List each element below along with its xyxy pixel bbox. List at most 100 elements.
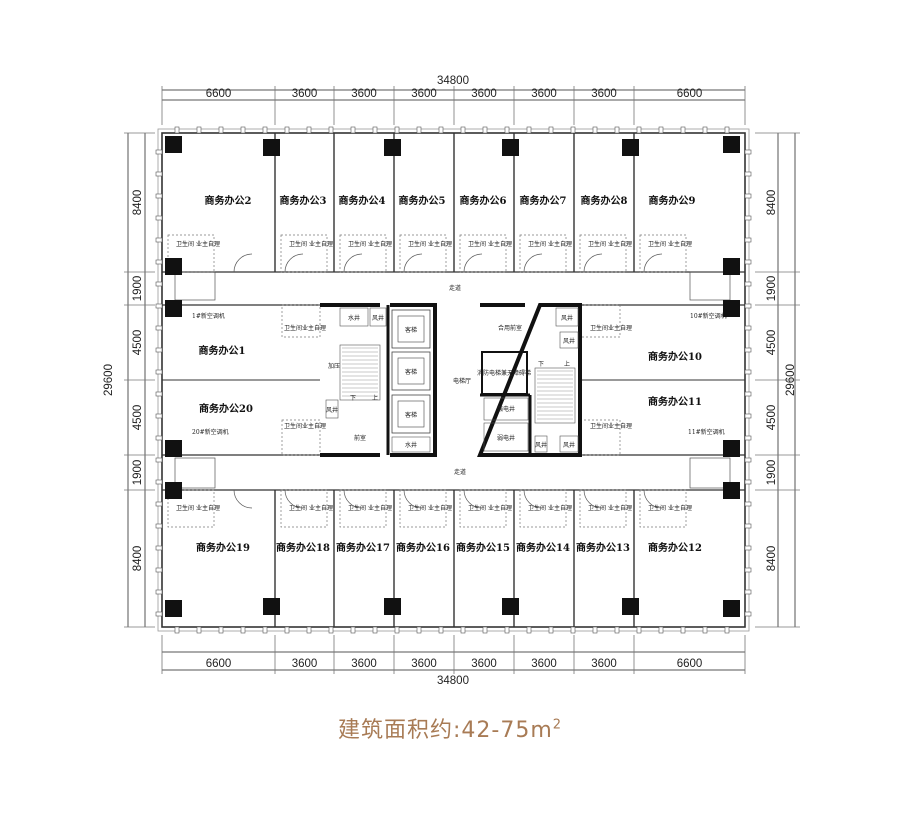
air-shaft [559,331,579,349]
structural-column [723,300,740,317]
owner-diy-label: 业主自理 [668,240,692,248]
door-swing [284,489,304,509]
dim-top-total: 34800 [437,75,469,87]
mullion [658,626,664,634]
door-swing [343,253,363,273]
dim-right-segment: 1900 [766,460,778,486]
air-shaft [369,307,387,327]
restroom-label: 卫生间 [528,240,546,248]
weak-elec-shaft [483,422,529,452]
dim-right-segment: 1900 [766,276,778,302]
dim-bottom-segment: 6600 [206,658,232,670]
owner-diy-label: 业主自理 [302,422,326,430]
dim-top-segment: 6600 [677,88,703,100]
anteroom-label: 前室 [354,434,366,442]
dim-top-segment: 3600 [471,88,497,100]
dim-top-segment: 3600 [351,88,377,100]
ac-room [174,457,216,489]
mullion [744,149,752,155]
door-swing [403,253,423,273]
dim-bottom-total: 34800 [437,675,469,687]
passenger-lift [391,351,431,391]
mullion [744,369,752,375]
restroom-zone [339,234,387,273]
elevator-hall-label: 电梯厅 [453,377,471,385]
restroom-label: 卫生间 [590,422,608,430]
mullion [744,303,752,309]
mullion [155,193,163,199]
structural-column [502,598,519,615]
mullion [155,567,163,573]
restroom-zone [639,489,687,528]
structural-column [502,139,519,156]
lift-car [397,400,425,428]
mullion [636,626,642,634]
air-shaft [559,435,579,453]
curtain-wall [157,128,750,632]
office-label-14: 商务办公14 [516,541,570,554]
office-label-1: 商务办公1 [199,344,246,357]
mullion [744,523,752,529]
restroom-zone [579,234,627,273]
door-swing [343,489,363,509]
mullion [744,567,752,573]
mullion [744,347,752,353]
structural-column [165,300,182,317]
mullion [155,215,163,221]
fire-lift-label: 消防电梯兼无障碍梯 [477,369,531,377]
mullion [526,126,532,134]
mullion [240,126,246,134]
office-label-15: 商务办公15 [456,541,510,554]
stair-left [339,344,381,401]
restroom-label: 卫生间 [648,240,666,248]
office-label-12: 商务办公12 [648,541,702,554]
stair-up-label: 上 [564,360,570,368]
office-label-13: 商务办公13 [576,541,630,554]
mullion [155,149,163,155]
dim-top-segment: 3600 [411,88,437,100]
owner-diy-label: 业主自理 [548,240,572,248]
dim-left-segment: 8400 [132,546,144,572]
owner-diy-label: 业主自理 [309,504,333,512]
core-wall-right [477,303,582,457]
office-label-7: 商务办公7 [520,194,567,207]
lift-car [397,315,425,343]
restroom-label: 卫生间 [408,240,426,248]
dim-bottom-segment: 3600 [292,658,318,670]
water-shaft [339,307,369,327]
mullion [372,126,378,134]
mullion [744,545,752,551]
mullion [155,171,163,177]
mullion [460,126,466,134]
air-shaft-label: 风井 [563,337,575,345]
dim-top-segment: 3600 [531,88,557,100]
restroom-zone [167,489,215,528]
office-label-18: 商务办公18 [276,541,330,554]
mullion [155,413,163,419]
owner-diy-label: 业主自理 [196,240,220,248]
restroom-label: 卫生间 [176,504,194,512]
ac-label: 20#新空调机 [192,428,229,436]
mullion [350,126,356,134]
mullion [240,626,246,634]
restroom-zone [339,489,387,528]
door-swing [403,489,423,509]
mullion [155,325,163,331]
structural-column [622,139,639,156]
area-caption: 建筑面积约:42-75m2 [0,712,900,744]
mullion [306,626,312,634]
owner-diy-label: 业主自理 [309,240,333,248]
mullion [262,626,268,634]
mullion [592,626,598,634]
lift-car [397,357,425,385]
dim-bottom-segment: 3600 [411,658,437,670]
mullion [636,126,642,134]
dim-bottom-segment: 3600 [591,658,617,670]
mullion [394,126,400,134]
passenger-lift [391,309,431,349]
restroom-label: 卫生间 [176,240,194,248]
structural-column [723,258,740,275]
mullion [724,126,730,134]
mullion [416,126,422,134]
air-shaft-label: 风井 [563,441,575,449]
